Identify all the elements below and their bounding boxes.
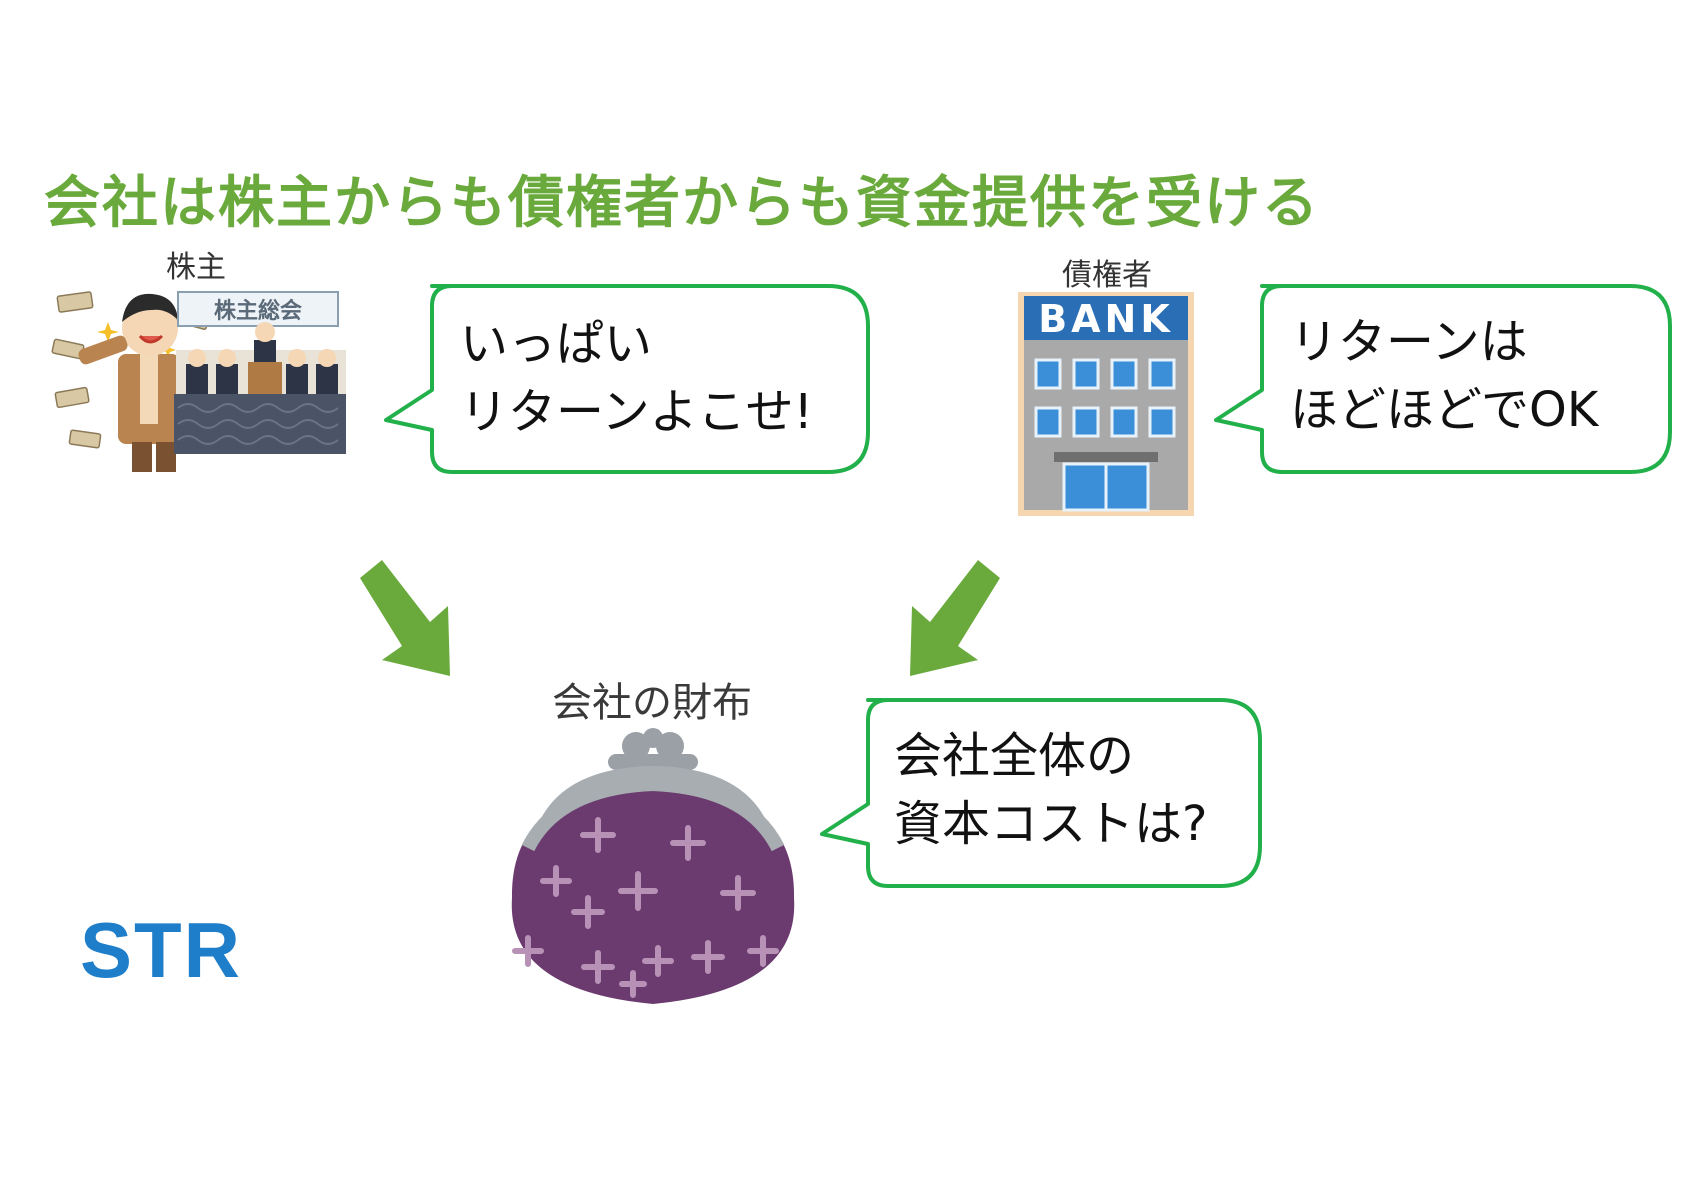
shareholders-meeting-illustration: 株主総会 <box>51 291 346 472</box>
page-title: 会社は株主からも債権者からも資金提供を受ける <box>44 171 1320 236</box>
str-logo: STR <box>80 906 242 994</box>
shareholder-speech-bubble <box>384 284 870 474</box>
creditor-speech-line2: ほどほどでOK <box>1290 382 1599 438</box>
bank-building-icon: BANK <box>1018 292 1194 516</box>
coin-purse-icon <box>511 728 795 1004</box>
right-down-arrow-icon <box>910 560 1000 676</box>
bank-sign: BANK <box>1038 297 1174 341</box>
wallet-speech-line1: 会社全体の <box>894 728 1135 784</box>
creditor-speech-bubble <box>1214 284 1672 474</box>
creditor-caption: 債権者 <box>1062 258 1152 293</box>
banner-text: 株主総会 <box>214 298 302 324</box>
shareholder-speech-line2: リターンよこせ! <box>460 384 813 440</box>
wallet-speech-bubble <box>820 698 1262 888</box>
left-down-arrow-icon <box>360 560 450 676</box>
wallet-speech-line2: 資本コストは? <box>894 796 1208 852</box>
shareholder-speech-line1: いっぱい <box>460 316 653 372</box>
shareholder-caption: 株主 <box>166 250 226 285</box>
creditor-speech-line1: リターンは <box>1290 314 1528 370</box>
wallet-caption: 会社の財布 <box>552 680 752 726</box>
